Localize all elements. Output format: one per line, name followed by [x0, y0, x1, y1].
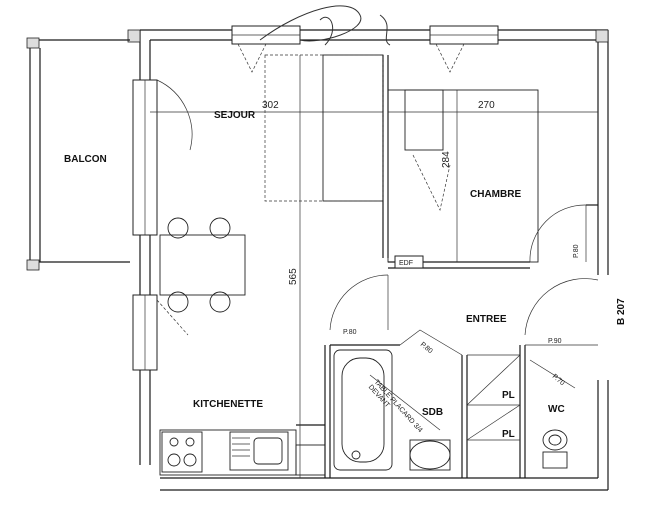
room-label-sdb: SDB	[422, 407, 443, 418]
door-p80-right: P.80	[573, 244, 580, 258]
room-label-chambre: CHAMBRE	[470, 189, 521, 200]
door-swings	[329, 204, 599, 389]
dimension-270: 270	[478, 100, 495, 111]
placards	[466, 354, 521, 441]
room-label-entree: ENTREE	[466, 314, 507, 325]
placard-label-2: PL	[502, 429, 515, 440]
room-label-wc: WC	[548, 404, 565, 415]
exterior-walls	[127, 29, 609, 491]
dimension-lines	[150, 55, 598, 478]
placard-label-1: PL	[502, 390, 515, 401]
bath-note: TABLE PLACARD 3/4DEVANT	[367, 379, 424, 440]
room-label-sejour: SEJOUR	[214, 110, 256, 121]
room-label-balcon: BALCON	[64, 154, 107, 165]
unit-code: B 207	[616, 298, 627, 325]
door-p80-diag: P.80	[419, 341, 434, 355]
wc-fixture	[542, 429, 568, 469]
windows	[132, 25, 499, 371]
edf-label: EDF	[399, 260, 413, 267]
edf-box	[394, 255, 424, 269]
dimension-284: 284	[441, 151, 452, 168]
balcony	[26, 37, 130, 271]
bathroom-fixtures	[333, 349, 451, 471]
kitchenette-fixtures	[159, 429, 326, 476]
handwritten-scribble	[259, 5, 391, 46]
dimension-302: 302	[262, 100, 279, 111]
dimension-565: 565	[288, 268, 299, 285]
chambre-bed	[387, 89, 539, 263]
sejour-furniture	[159, 54, 384, 313]
door-p80-top: P.80	[343, 329, 357, 336]
room-label-kitchenette: KITCHENETTE	[193, 399, 263, 410]
door-p90: P.90	[548, 338, 562, 345]
door-p70: P.70	[551, 373, 566, 387]
